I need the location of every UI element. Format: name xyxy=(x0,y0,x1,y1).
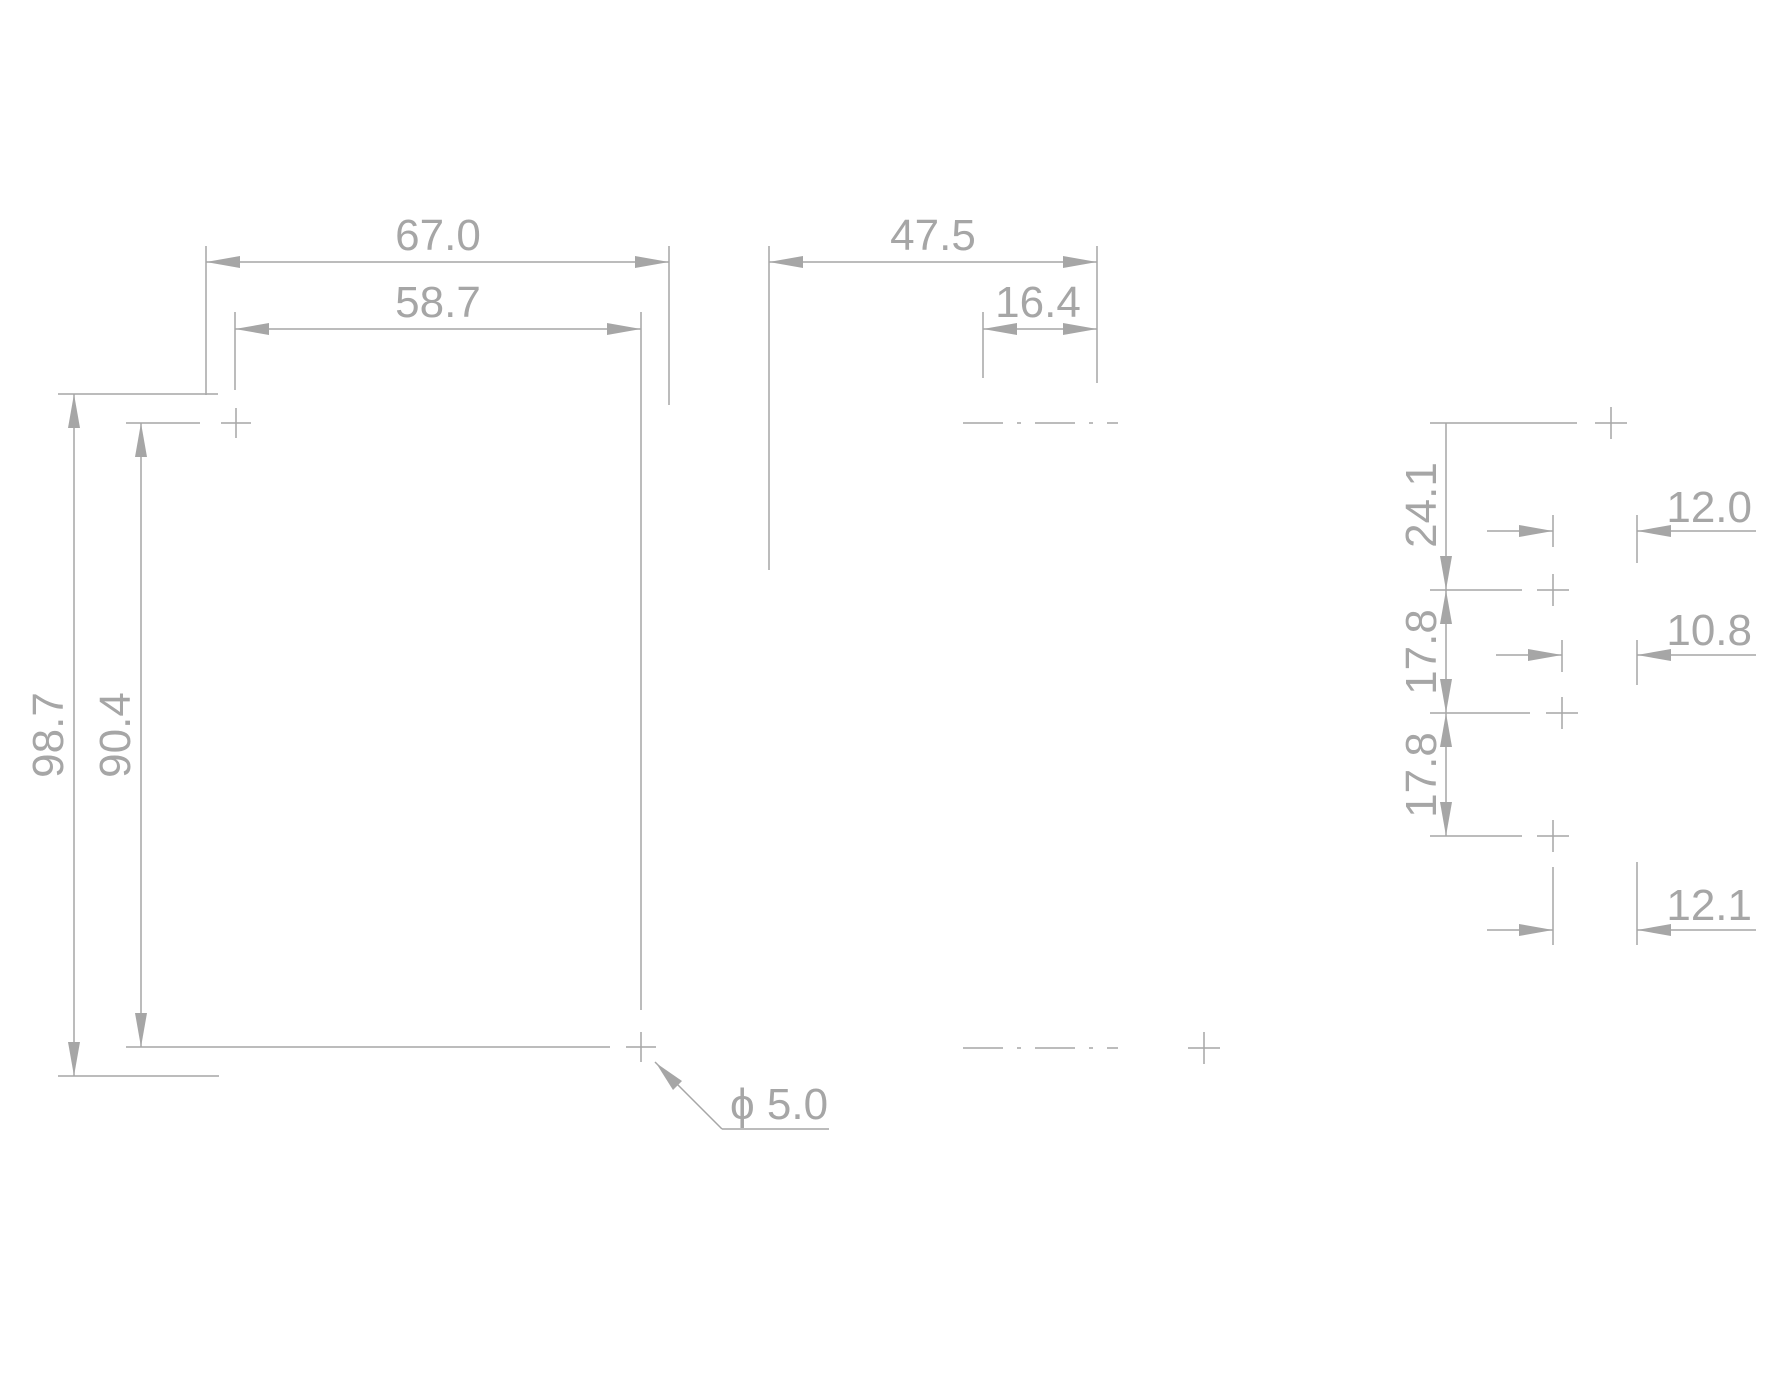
hole-diameter-leader: ϕ 5.0 xyxy=(654,1061,829,1130)
dimension-side-offset: 16.4 xyxy=(983,278,1097,335)
dim-label-hole-spacing-width: 58.7 xyxy=(395,278,481,327)
dim-label-pin-pitch-2: 17.8 xyxy=(1397,609,1446,695)
pin-layout-view: 24.1 17.8 17.8 12.0 xyxy=(1397,407,1756,945)
side-view: 47.5 16.4 xyxy=(768,211,1220,1064)
mounting-hole-bottom-right xyxy=(626,1032,656,1062)
dim-label-side-offset: 16.4 xyxy=(995,278,1081,327)
dimension-hole-spacing-height: 90.4 xyxy=(91,423,147,1047)
dim-label-side-depth: 47.5 xyxy=(890,211,976,260)
dim-label-pin-pitch-3: 17.8 xyxy=(1397,732,1446,818)
dim-label-pin-offset-3: 12.1 xyxy=(1666,881,1752,930)
dimension-pin-pitch-1: 24.1 xyxy=(1397,462,1452,590)
dim-label-overall-height: 98.7 xyxy=(24,692,73,778)
side-hole-center xyxy=(1188,1032,1220,1064)
dim-label-pin-offset-1: 12.0 xyxy=(1666,483,1752,532)
dim-label-overall-width: 67.0 xyxy=(395,211,481,260)
dimension-pin-offset-2: 10.8 xyxy=(1496,606,1756,661)
pin-center-4 xyxy=(1537,820,1569,852)
dim-label-pin-pitch-1: 24.1 xyxy=(1397,462,1446,548)
dimension-side-depth: 47.5 xyxy=(769,211,1097,268)
dim-label-pin-offset-2: 10.8 xyxy=(1666,606,1752,655)
dimension-pin-offset-1: 12.0 xyxy=(1487,483,1756,537)
pin-center-3 xyxy=(1546,697,1578,729)
dimension-pin-offset-3: 12.1 xyxy=(1487,881,1756,936)
dimension-pin-pitch-3: 17.8 xyxy=(1397,713,1452,836)
pin-center-2 xyxy=(1537,574,1569,606)
dim-label-hole-diameter: ϕ 5.0 xyxy=(730,1080,828,1129)
dimension-overall-width: 67.0 xyxy=(206,211,669,268)
pin-center-1 xyxy=(1595,407,1627,439)
dim-label-hole-spacing-height: 90.4 xyxy=(91,692,140,778)
dimension-overall-height: 98.7 xyxy=(24,394,80,1076)
front-view: 67.0 58.7 98.7 90.4 xyxy=(24,211,829,1130)
dimension-hole-spacing-width: 58.7 xyxy=(235,278,641,335)
dimension-pin-pitch-2: 17.8 xyxy=(1397,590,1452,713)
mounting-hole-top-left xyxy=(221,408,251,438)
